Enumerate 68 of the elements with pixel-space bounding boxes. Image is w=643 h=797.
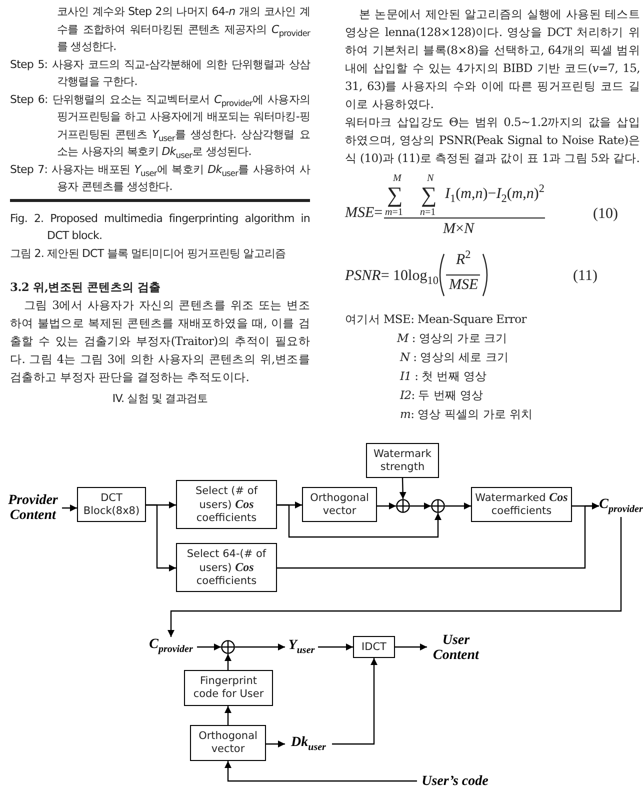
summing-junction <box>431 499 445 513</box>
arrow <box>332 658 378 745</box>
process-box: Fingerprint code for User <box>184 670 273 706</box>
definition-text: 여기서 MSE: Mean-Square Error <box>345 311 526 328</box>
arrow <box>146 504 176 572</box>
summation-sign: ∑ <box>387 184 403 206</box>
process-box: Select (# of users) Cos coefficients <box>176 480 277 529</box>
arrow <box>224 761 417 782</box>
section-heading: 3.2 위,변조된 콘텐츠의 검출 <box>10 279 162 296</box>
step-text: 코사인 계수와 Step 2의 나머지 64-n 개의 코사인 계수를 조합하여 워터마킹된 콘텐츠 제공자의 C$_{provider}$를 생성한다. <box>57 4 310 55</box>
formula-term: m=1 <box>385 207 403 218</box>
definition-text: I1 : 첫 번째 영상 <box>400 368 487 385</box>
signal-label: Dk$_{user}$ <box>285 735 332 755</box>
arrow <box>266 740 285 748</box>
formula-term: M <box>393 173 402 184</box>
process-box: Watermarked Cos coefficients <box>471 487 572 522</box>
arrow <box>277 502 599 569</box>
arrow <box>377 502 396 510</box>
formula-term: R$^{2}$ <box>456 252 471 269</box>
body-text: 본 논문에서 제안된 알고리즘의 실행에 사용된 테스트 영상은 lenna(128×128)이다. 영상을 DCT 처리하기 위하여 기본처리 블록(8×8)을 선택하고, 64개의 픽셀 범위 내에 삽입할 수 있는 4가지의 BIBD 기반 코드(v=7, 15, 31, 63)를 사용자의 수와 이에 따른 핑거프린팅 코드 길이로 사용하였다. <box>345 6 640 113</box>
process-box: Watermark strength <box>366 443 439 478</box>
equation-number: (10) <box>593 206 618 223</box>
summation-sign: ∑ <box>421 184 437 206</box>
summing-junction <box>221 640 235 654</box>
arrow <box>445 502 471 510</box>
arrow <box>395 644 427 650</box>
formula-term: MSE= <box>345 205 383 222</box>
figure-caption: 그림 2. 제안된 DCT 블록 멀티미디어 핑거프린팅 알고리즘 <box>10 246 287 262</box>
formula-term: n=1 <box>420 207 436 218</box>
formula-term: PSNR= 10log$_{10}$ <box>345 268 438 285</box>
signal-label: Y$_{user}$ <box>285 638 318 658</box>
process-box: DCT Block(8x8) <box>77 487 146 522</box>
definition-text: m: 영상 픽셀의 가로 위치 <box>400 406 533 423</box>
output-label: User Content <box>427 632 485 664</box>
equation-number: (11) <box>573 268 598 285</box>
arrow <box>410 502 431 510</box>
input-label: User’s code <box>417 771 493 791</box>
definition-text: N : 영상의 세로 크기 <box>400 349 509 366</box>
formula-term: N <box>427 173 434 184</box>
formula-term: MSE <box>449 277 478 294</box>
summing-junction <box>396 499 410 513</box>
arrow <box>235 644 285 650</box>
arrow <box>277 504 442 538</box>
arrow <box>318 644 353 650</box>
arrow <box>399 478 406 500</box>
figure-caption: Fig. 2. Proposed multimedia fingerprinting algorithm in DCT block. <box>10 210 310 244</box>
section-heading: IV. 실험 및 결과검토 <box>111 391 209 407</box>
body-text: 그림 3에서 사용자가 자신의 콘텐츠를 위조 또는 변조하여 불법으로 복제된 콘텐츠를 재배포하였을 때, 이를 검출할 수 있는 검출기와 부정자(Traitor)의 추적이 필요하다. 그림 4는 그림 3에 의한 사용자의 콘텐츠의 위,변조를 검출하고 부정자 판단을 결정하는 추적도이다. <box>10 297 310 386</box>
formula-term: I$_{1}$(m,n)−I$_{2}$(m,n)$^{2}$ <box>445 186 545 203</box>
process-box: Select 64-(# of users) Cos coefficients <box>176 543 277 592</box>
arrow <box>224 706 232 725</box>
step-text: Step 5: 사용자 코드의 직교-삼각분해에 의한 단위행렬과 상삼각행렬을 구한다. <box>10 56 310 90</box>
arrow <box>168 517 622 637</box>
process-box: Orthogonal vector <box>302 487 377 522</box>
definition-text: M : 영상의 가로 크기 <box>397 330 508 347</box>
input-label: Provider Content <box>4 492 62 524</box>
signal-label: C$_{provider}$ <box>599 497 643 517</box>
arrow <box>62 504 77 512</box>
process-box: Orthogonal vector <box>190 725 266 761</box>
arrow <box>224 654 232 670</box>
formula-term: M×N <box>443 221 474 238</box>
process-box: IDCT <box>353 636 395 658</box>
body-text: 워터마크 삽입강도 Θ는 범위 0.5~1.2까지의 값을 삽입하였으며, 영상의 PSNR(Peak Signal to Noise Rate)은 식 (10)과 (11)로 측정된 결과 값이 표 1과 그림 5와 같다. <box>345 114 640 167</box>
step-text: Step 7: 사용자는 배포된 Y$_{user}$에 복호키 Dk$_{user}$를 사용하여 사용자 콘텐츠를 생성한다. <box>10 162 310 195</box>
arrow <box>197 644 221 650</box>
definition-text: I2: 두 번째 영상 <box>400 387 484 404</box>
step-text: Step 6: 단위행렬의 요소는 직교벡터로서 C$_{provider}$에 사용자의 핑거프린팅을 하고 사용자에게 배포되는 워터마킹-핑거프린팅된 콘텐츠 Y$_{user}$를 생성한다. 상삼각행렬 요소는 사용자의 복호키 Dk$_{user}$로 생성된다. <box>10 92 310 160</box>
signal-label: C$_{provider}$ <box>145 637 197 657</box>
